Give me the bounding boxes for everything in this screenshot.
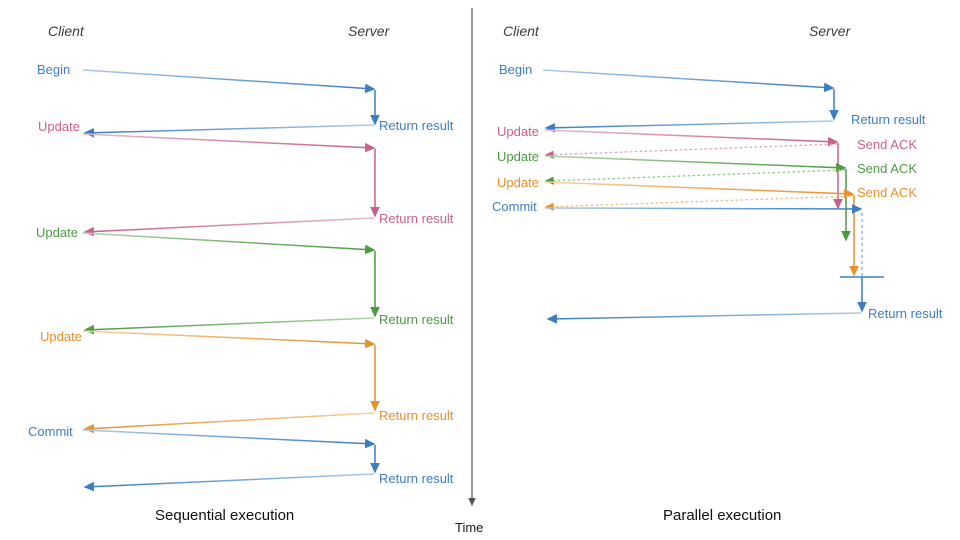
seq-server-label-return-2: Return result (379, 211, 454, 226)
par-client-label-commit: Commit (492, 199, 537, 214)
par-client-label-update-2: Update (497, 149, 539, 164)
seq-client-label-update-3: Update (40, 329, 82, 344)
par-panel-caption: Parallel execution (663, 507, 782, 524)
par-client-label-begin: Begin (499, 62, 533, 77)
seq-client-label-update-1: Update (38, 119, 80, 134)
msg-update1-request (82, 133, 376, 153)
msg-begin-return (83, 124, 375, 138)
msg-begin-request (82, 69, 376, 94)
seq-server-label-return-4: Return result (379, 408, 454, 423)
p-msg-begin-return (544, 120, 834, 133)
par-client-label-update-1: Update (497, 124, 539, 139)
p-ack2-dotted (544, 169, 846, 185)
seq-client-label-commit: Commit (28, 424, 73, 439)
p-ack1-dotted (544, 143, 838, 159)
p-msg-commit-request (544, 204, 863, 214)
msg-update3-request (82, 330, 376, 349)
seq-panel-caption: Sequential execution (155, 507, 295, 524)
seq-server-label-return-5: Return result (379, 471, 454, 486)
seq-actor-client: Client (48, 23, 84, 39)
msg-update1-return (83, 217, 375, 237)
seq-client-label-update-2: Update (36, 225, 78, 240)
par-server-label-return-2: Return result (868, 306, 943, 321)
p-ack3-dotted (544, 195, 854, 211)
seq-actor-server: Server (348, 23, 390, 39)
sequential-messages (82, 69, 380, 492)
msg-update2-request (82, 232, 376, 255)
msg-commit-return (83, 473, 375, 492)
p-msg-begin-request (542, 69, 835, 93)
seq-server-label-return-1: Return result (379, 118, 454, 133)
msg-update2-return (83, 317, 375, 335)
time-axis-label: Time (455, 520, 484, 535)
p-msg-update3-request (544, 181, 855, 199)
par-actor-client: Client (503, 23, 539, 39)
par-server-label-return-1: Return result (851, 112, 926, 127)
par-actor-server: Server (809, 23, 851, 39)
msg-update3-return (83, 412, 375, 434)
p-msg-update1-request (544, 129, 839, 147)
par-server-label-ack-1: Send ACK (857, 137, 917, 152)
p-msg-update2-request (544, 155, 847, 173)
msg-commit-request (82, 429, 376, 449)
seq-client-label-begin: Begin (37, 62, 71, 77)
seq-server-label-return-3: Return result (379, 312, 454, 327)
par-client-label-update-3: Update (497, 175, 539, 190)
p-msg-commit-return (546, 312, 862, 324)
par-server-label-ack-2: Send ACK (857, 161, 917, 176)
par-server-label-ack-3: Send ACK (857, 185, 917, 200)
parallel-messages (542, 69, 884, 324)
